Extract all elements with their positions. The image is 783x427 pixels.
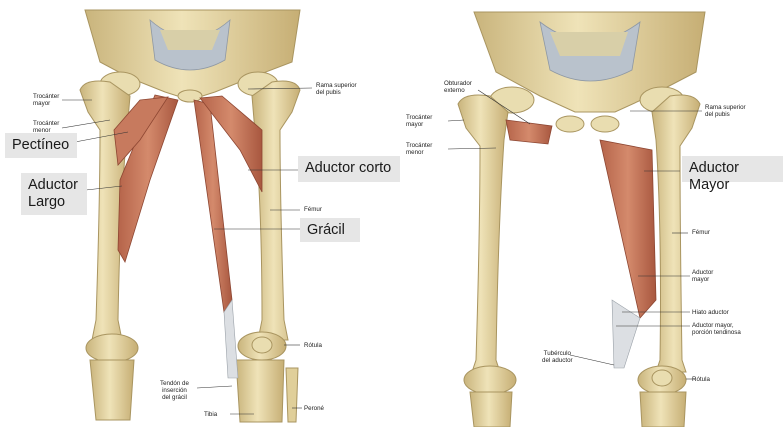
label-obturator-externus: Obturador externo bbox=[444, 80, 472, 94]
label-femur-left: Fémur bbox=[304, 206, 322, 213]
callout-adductor-brevis: Aductor corto bbox=[298, 156, 400, 182]
label-patella-right: Rótula bbox=[692, 376, 710, 383]
left-femur-right-view bbox=[458, 95, 516, 427]
label-trochanter-minor-left: Trocánter menor bbox=[33, 120, 59, 134]
callout-adductor-magnus: Aductor Mayor bbox=[682, 156, 783, 182]
label-fibula: Peroné bbox=[304, 405, 324, 412]
label-trochanter-major-right: Trocánter mayor bbox=[406, 114, 432, 128]
callout-pectineus: Pectíneo bbox=[5, 133, 77, 158]
label-patella-left: Rótula bbox=[304, 342, 322, 349]
label-adductor-magnus-tendinous: Aductor mayor, porción tendinosa bbox=[692, 322, 741, 336]
right-anatomy-panel: Obturador externo Trocánter mayor Trocán… bbox=[400, 0, 783, 427]
callout-adductor-longus: Aductor Largo bbox=[21, 173, 87, 215]
label-gracilis-tendon: Tendón de inserción del grácil bbox=[160, 380, 189, 401]
label-pubis-superior-ramus-left: Rama superior del pubis bbox=[316, 82, 357, 96]
label-trochanter-minor-right: Trocánter menor bbox=[406, 142, 432, 156]
label-adductor-tubercle: Tubérculo del aductor bbox=[542, 350, 573, 364]
label-adductor-magnus-small: Aductor mayor bbox=[692, 269, 713, 283]
gracilis-tendon bbox=[224, 300, 238, 378]
callout-gracilis: Grácil bbox=[300, 218, 360, 242]
label-pubis-superior-ramus-right: Rama superior del pubis bbox=[705, 104, 746, 118]
adductor-muscles-left-view bbox=[114, 95, 262, 378]
label-tibia: Tibia bbox=[204, 411, 217, 418]
label-femur-right: Fémur bbox=[692, 229, 710, 236]
adductor-magnus-group bbox=[506, 120, 656, 368]
label-trochanter-major-left: Trocánter mayor bbox=[33, 93, 59, 107]
adductor-magnus-tendon bbox=[612, 300, 640, 368]
label-adductor-hiatus: Hiato aductor bbox=[692, 309, 729, 316]
left-anatomy-panel: Trocánter mayor Trocánter menor Rama sup… bbox=[0, 0, 400, 427]
right-anatomy-illustration bbox=[400, 0, 783, 427]
adductor-magnus-muscle bbox=[600, 140, 656, 318]
